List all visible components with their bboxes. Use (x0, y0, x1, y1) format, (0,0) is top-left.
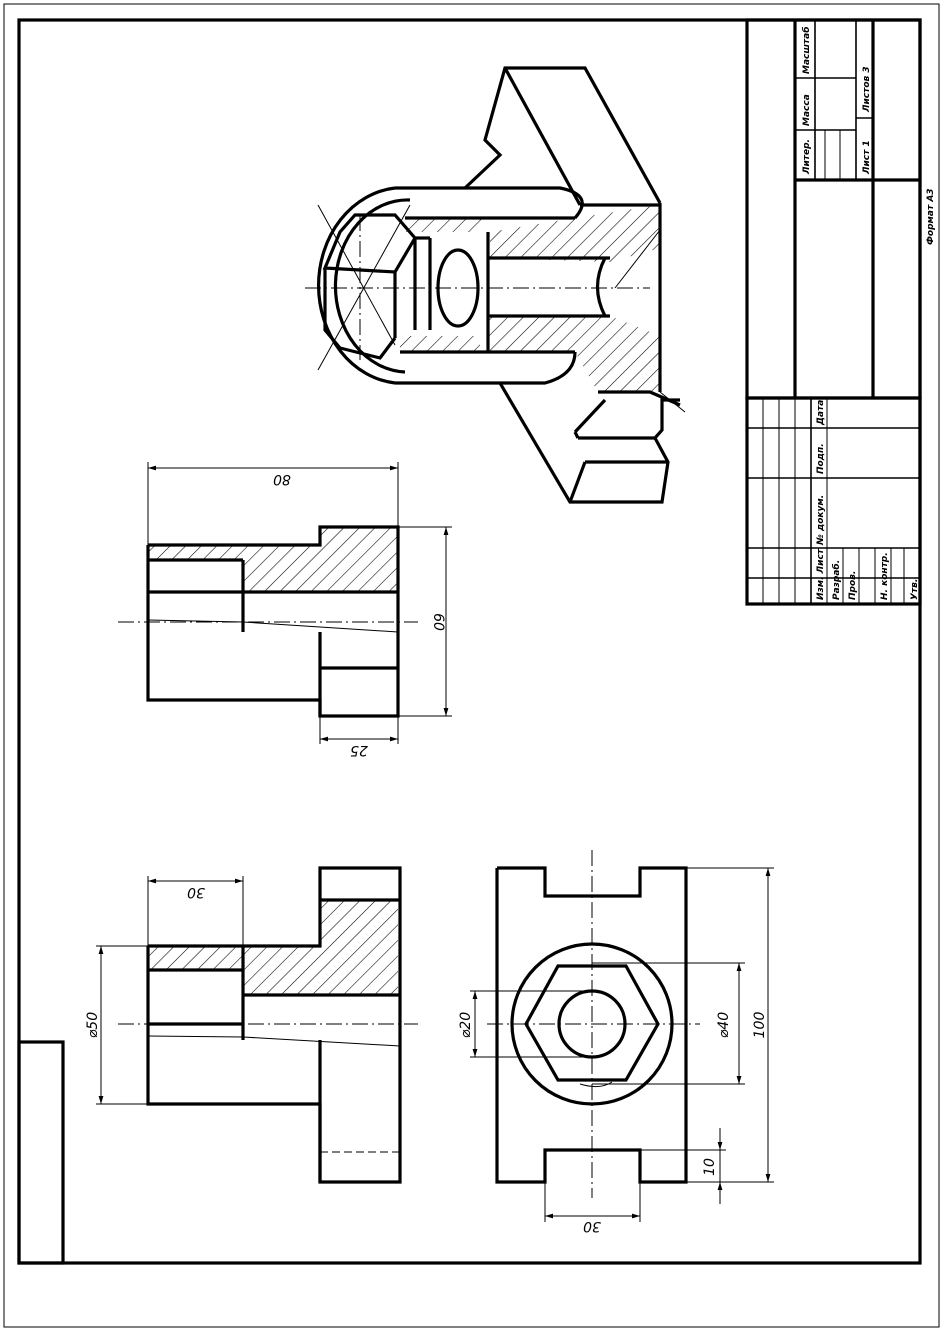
tb-izm-list: Изм. Лист (816, 548, 826, 600)
tb-mass-label: Масса (802, 94, 812, 126)
dim-front-height: 60 (430, 613, 446, 631)
outer-trim-line (3, 3, 940, 1328)
top-view: ⌀20 ⌀40 100 10 30 (458, 850, 774, 1234)
tb-n-control: Н. контр. (880, 552, 890, 600)
tb-date: Дата (816, 400, 826, 426)
front-view: 80 60 25 (118, 462, 452, 758)
dim-top-height: 100 (752, 1012, 768, 1039)
dim-front-foot: 25 (350, 742, 368, 758)
side-view: 30 ⌀50 (85, 866, 418, 1184)
dim-front-width: 80 (273, 471, 291, 487)
isometric-view (305, 66, 686, 504)
dim-side-depth: 30 (187, 884, 205, 900)
tb-doc-no: № докум. (816, 495, 826, 546)
dim-top-slot-width: 30 (583, 1218, 601, 1234)
dim-top-inner-diameter: ⌀20 (458, 1012, 474, 1038)
title-block-top-box (745, 18, 922, 400)
tb-format-label: Формат А3 (926, 188, 936, 245)
tb-approved: Утв. (910, 579, 920, 600)
tb-sheet-label: Лист 1 (862, 140, 872, 175)
dim-top-slot-depth: 10 (702, 1158, 718, 1176)
drawing-frame (17, 18, 922, 1265)
tb-developed: Разраб. (831, 560, 842, 600)
dim-top-outer-diameter: ⌀40 (716, 1012, 732, 1038)
tb-sign: Подп. (816, 443, 826, 474)
tb-sheets-label: Листов 3 (862, 66, 872, 113)
dim-side-diameter: ⌀50 (85, 1012, 101, 1038)
tb-checked: Пров. (848, 571, 858, 600)
binding-margin-box (17, 1040, 65, 1265)
sheet-frames (3, 3, 940, 1328)
title-block: Литер. Масса Масштаб Лист 1 Листов 3 Фор… (745, 18, 936, 606)
title-block-grid-box (745, 396, 922, 606)
tb-scale-label: Масштаб (801, 27, 812, 75)
tb-lit-label: Литер. (802, 139, 812, 175)
